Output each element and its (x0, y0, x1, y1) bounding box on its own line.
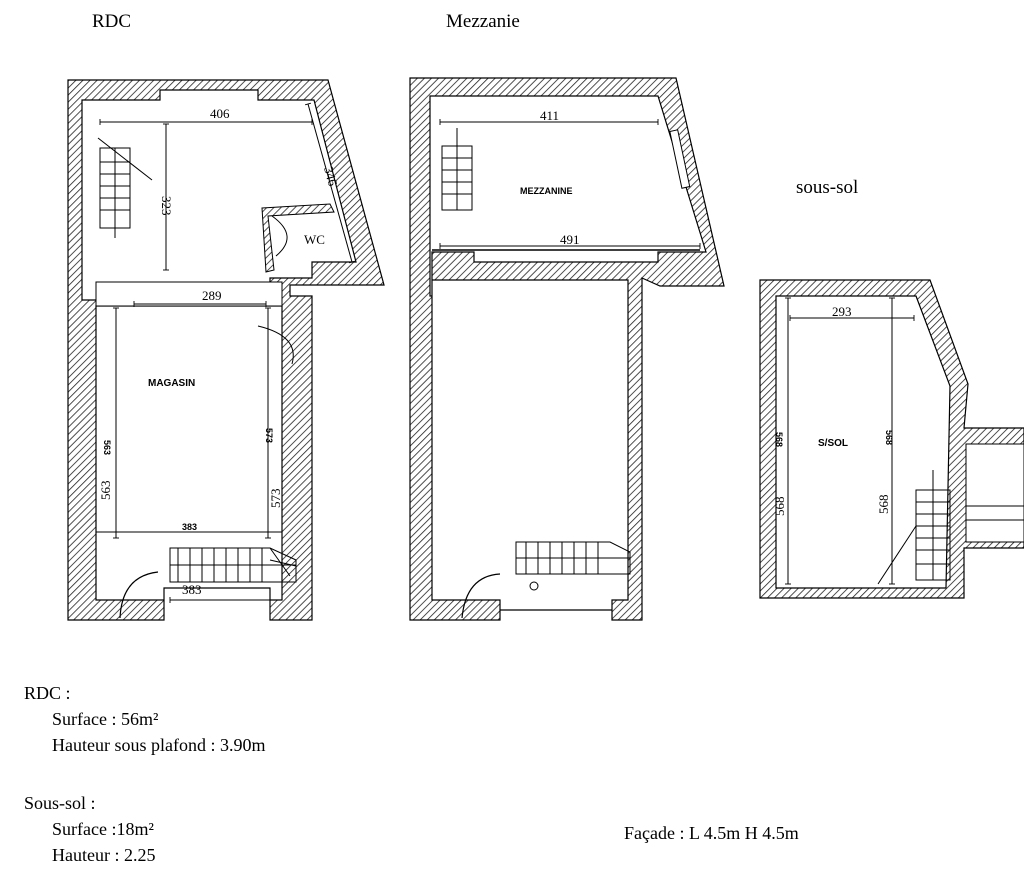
soussol-dim-left: 568 (772, 497, 787, 517)
rdc-dim-left: 563 (98, 481, 113, 501)
rdc-dim-line-slant (304, 102, 356, 264)
soussol-plan: 293 S/SOL 568 568 568 568 (759, 279, 1024, 599)
rdc-height: Hauteur sous plafond : 3.90m (52, 735, 266, 755)
soussol-stair (877, 470, 951, 585)
soussol-notes-heading: Sous-sol : (24, 793, 96, 813)
rdc-room-magasin: MAGASIN (148, 378, 195, 389)
soussol-annex (965, 443, 1024, 543)
mezzanine-stair-upper (441, 128, 473, 211)
mezzanine-stair-lower (515, 541, 631, 591)
rdc-dim-right-small: 573 (264, 428, 274, 443)
rdc-stair-lower (169, 547, 297, 583)
rdc-entrance-door (119, 571, 159, 619)
rdc-wc-label: WC (304, 232, 325, 247)
rdc-dim-top: 406 (210, 106, 230, 121)
mezzanine-walls (409, 77, 725, 621)
soussol-height: Hauteur : 2.25 (52, 845, 156, 865)
mezzanine-plan: 411 MEZZANINE 491 (409, 77, 725, 621)
rdc-notes-heading: RDC : (24, 683, 71, 703)
rdc-notes: RDC : Surface : 56m² Hauteur sous plafon… (24, 680, 265, 758)
soussol-dim-right-small: 568 (884, 430, 894, 445)
soussol-dim-left-small: 568 (774, 432, 784, 447)
rdc-dim-left-small: 563 (102, 440, 112, 455)
soussol-room-label: S/SOL (818, 438, 848, 449)
mezzanine-window (669, 129, 691, 189)
mezzanine-entrance-door (461, 573, 501, 619)
facade-note: Façade : L 4.5m H 4.5m (624, 823, 799, 843)
rdc-dim-slant: 346 (321, 165, 341, 188)
rdc-stair-upper (97, 137, 153, 238)
mezzanine-title: Mezzanie (446, 11, 520, 32)
rdc-wc-door (271, 215, 288, 257)
rdc-title: RDC (92, 11, 132, 32)
mezzanine-room-label: MEZZANINE (520, 186, 573, 196)
soussol-dim-top: 293 (832, 304, 852, 319)
soussol-walls (759, 279, 1024, 599)
soussol-dim-right: 568 (876, 495, 891, 515)
mezzanine-dim-top: 411 (540, 108, 559, 123)
rdc-partition (95, 281, 283, 307)
rdc-dim-stair: 323 (159, 196, 174, 216)
rdc-dim-lower: 383 (182, 522, 197, 532)
rdc-plan: 406 323 346 WC 289 MAGASIN 563 563 573 5… (67, 79, 385, 621)
rdc-dim-bottom: 383 (182, 582, 202, 597)
rdc-dim-right: 573 (268, 489, 283, 509)
soussol-title: sous-sol (796, 177, 859, 198)
soussol-notes: Sous-sol : Surface :18m² Hauteur : 2.25 (24, 790, 155, 868)
rdc-surface: Surface : 56m² (52, 709, 159, 729)
mezzanine-dim-bottom: 491 (560, 232, 580, 247)
soussol-surface: Surface :18m² (52, 819, 154, 839)
rdc-dim-mid: 289 (202, 288, 222, 303)
